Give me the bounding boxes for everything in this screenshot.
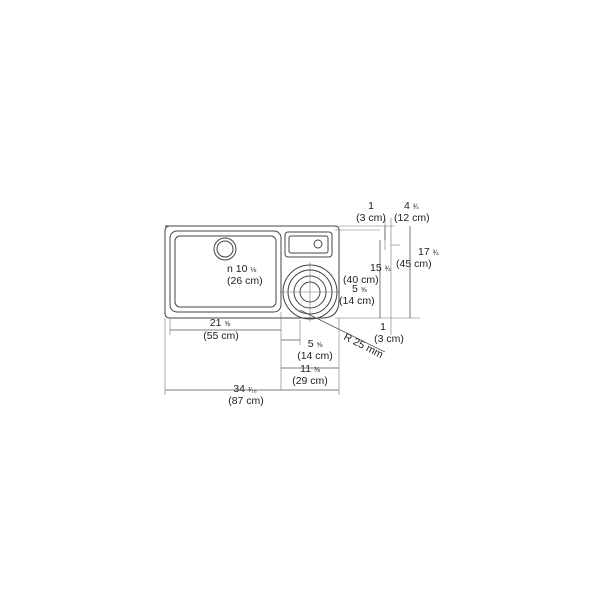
svg-text:n 10 ⅛: n 10 ⅛ [227,263,256,275]
svg-text:(14 cm): (14 cm) [297,350,333,362]
dim-bowl-offset: 5 ⅝ (14 cm) [297,338,333,362]
svg-text:(87 cm): (87 cm) [228,395,264,407]
svg-text:(26 cm): (26 cm) [227,275,263,287]
dim-overall-depth: 17 ¾ (45 cm) [396,246,439,270]
svg-text:5 ⅝: 5 ⅝ [352,283,367,295]
main-drain [213,237,237,261]
svg-text:(3 cm): (3 cm) [356,212,386,224]
dim-right-width: 11 ⅜ (29 cm) [292,363,328,387]
svg-text:(12 cm): (12 cm) [394,212,430,224]
dim-drain-diameter: n 10 ⅛ (26 cm) [227,263,263,287]
svg-text:15 ¾: 15 ¾ [370,262,391,274]
dimension-lines [164,218,420,395]
svg-text:21 ⅝: 21 ⅝ [210,317,231,329]
svg-text:11 ⅜: 11 ⅜ [300,363,320,375]
svg-text:(14 cm): (14 cm) [339,295,375,307]
svg-text:4 ¾: 4 ¾ [404,200,419,212]
round-bowl [280,262,340,322]
sink-outline [164,225,340,319]
dim-main-width: 21 ⅝ (55 cm) [203,317,239,342]
svg-text:(3 cm): (3 cm) [374,333,404,345]
dim-top-depth: 4 ¾ (12 cm) [394,200,430,224]
dim-overall-width: 34 ¹⁄₁₆ (87 cm) [228,383,264,407]
svg-text:5 ⅝: 5 ⅝ [308,338,323,350]
main-bowl [169,230,282,313]
svg-text:(29 cm): (29 cm) [292,375,328,387]
svg-text:(55 cm): (55 cm) [203,330,239,342]
svg-text:(40 cm): (40 cm) [343,274,379,286]
dim-top-offset: 1 (3 cm) [356,200,386,224]
dim-bottom-offset: 1 (3 cm) [374,321,404,345]
dim-main-depth: 15 ¾ (40 cm) [343,262,391,286]
svg-text:34 ¹⁄₁₆: 34 ¹⁄₁₆ [233,383,256,395]
svg-text:17 ¾: 17 ¾ [418,246,439,258]
dim-bowl-diameter: 5 ⅝ (14 cm) [339,283,375,307]
svg-text:1: 1 [380,321,386,333]
svg-text:1: 1 [368,200,374,212]
svg-text:(45 cm): (45 cm) [396,258,432,270]
small-basin [284,231,333,258]
